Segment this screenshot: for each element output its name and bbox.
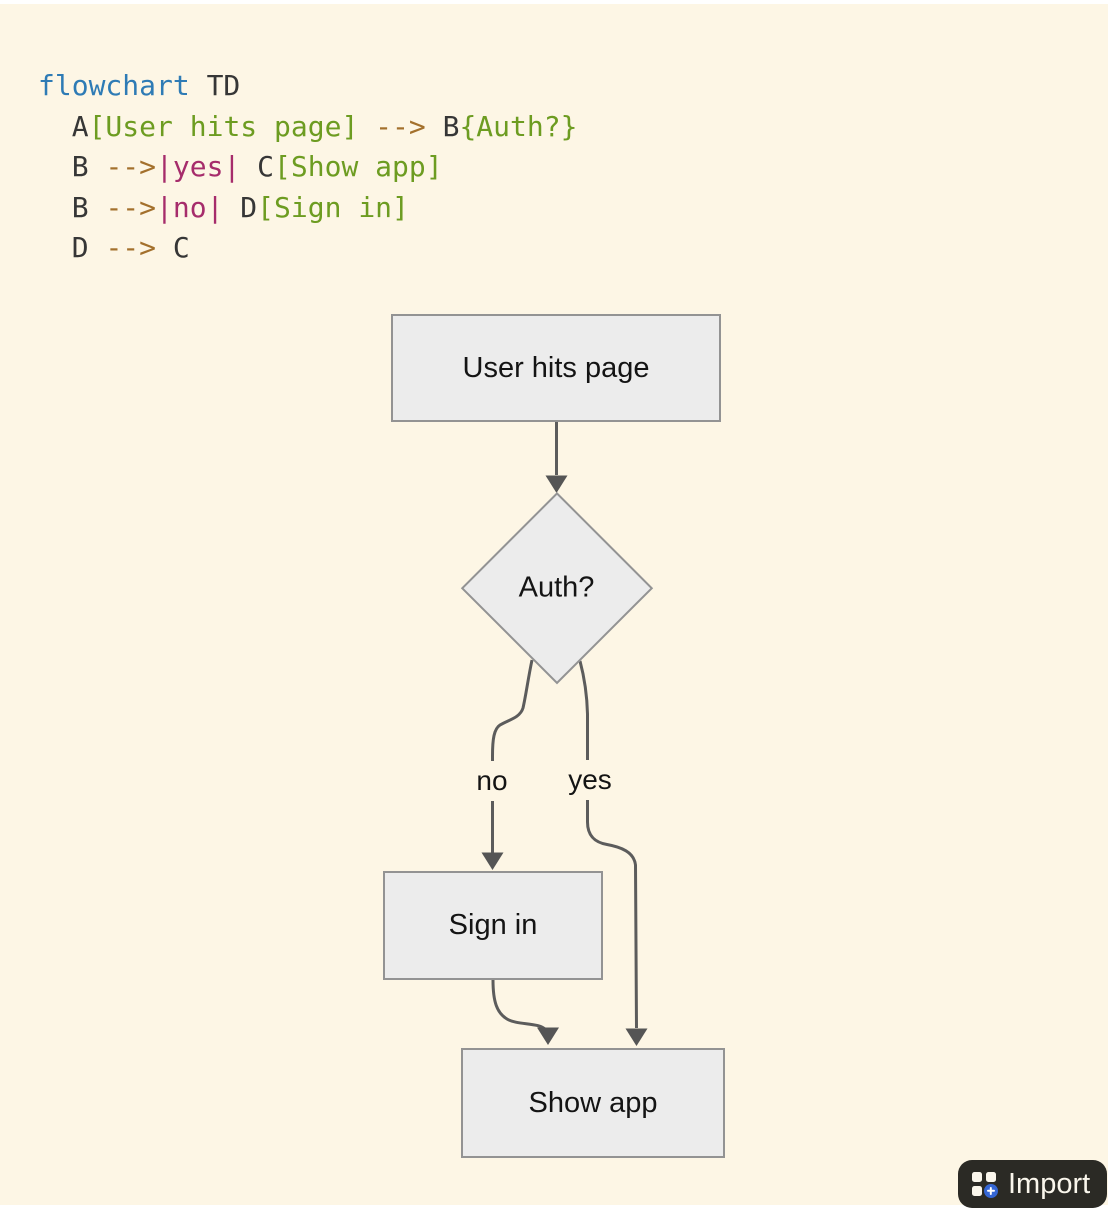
arrowhead-icon [625, 1028, 648, 1046]
code-line: B -->|yes| C[Show app] [38, 147, 577, 188]
edge-b-c [578, 660, 638, 1029]
plus-badge-icon [984, 1183, 998, 1198]
flowchart-edges-canvas [481, 422, 648, 1046]
arrowhead-icon [481, 852, 504, 870]
code-token-plain: C [240, 150, 275, 183]
edge-label-no: no [468, 761, 516, 801]
code-token-arrow: --> [105, 231, 157, 264]
code-token-plain: TD [189, 69, 241, 102]
code-token-plain: C [156, 231, 190, 264]
code-token-bracket_text: {Auth?} [459, 109, 578, 143]
mermaid-source-code: flowchart TD A[User hits page] --> B{Aut… [38, 66, 577, 269]
grid-square [972, 1185, 982, 1196]
edge-b-d [491, 659, 534, 859]
flowchart-node-a: User hits page [391, 314, 721, 422]
code-line: flowchart TD [38, 66, 577, 107]
code-token-plain: B [425, 109, 460, 143]
code-token-plain: B [38, 190, 106, 224]
code-token-plain: D [38, 231, 106, 264]
node-label: Auth? [518, 571, 595, 604]
flowchart-node-d: Sign in [383, 871, 603, 980]
flowchart-node-c: Show app [461, 1048, 725, 1158]
code-token-pipe_label: |yes| [156, 150, 241, 183]
code-token-arrow: --> [105, 190, 157, 224]
code-token-bracket_text: [Show app] [274, 150, 443, 183]
import-button-label: Import [1008, 1167, 1091, 1200]
code-token-arrow: --> [375, 109, 426, 143]
edge-label-yes: yes [560, 760, 620, 800]
code-token-plain: B [38, 150, 106, 183]
code-token-plain: A [38, 109, 89, 143]
flowchart-node-b: Auth? [460, 492, 653, 684]
code-token-keyword: flowchart [38, 69, 190, 102]
import-button[interactable]: Import [958, 1160, 1108, 1208]
code-token-bracket_text: [User hits page] [88, 109, 359, 143]
arrowhead-icon [545, 475, 568, 493]
app-canvas: flowchart TD A[User hits page] --> B{Aut… [0, 4, 1108, 1208]
code-token-pipe_label: |no| [156, 190, 224, 224]
grid-square [972, 1171, 982, 1182]
code-line: D --> C [38, 228, 577, 269]
edge-d-c [491, 979, 548, 1032]
node-label: Sign in [448, 909, 538, 941]
code-line: B -->|no| D[Sign in] [38, 188, 577, 229]
node-label: Show app [528, 1086, 658, 1119]
code-line: A[User hits page] --> B{Auth?} [38, 107, 578, 148]
code-token-arrow: --> [105, 150, 157, 183]
node-label: User hits page [462, 351, 650, 384]
grid-plus-icon [972, 1171, 998, 1198]
grid-square [986, 1171, 996, 1182]
code-token-bracket_text: [Sign in] [257, 190, 409, 224]
arrowhead-icon [537, 1027, 559, 1045]
code-token-plain: D [223, 190, 258, 224]
